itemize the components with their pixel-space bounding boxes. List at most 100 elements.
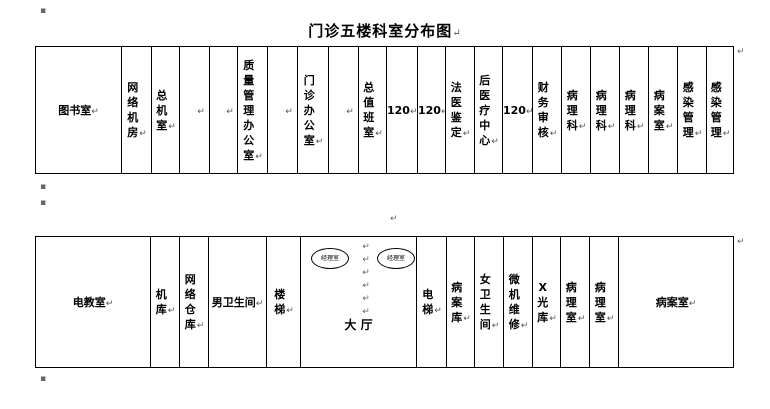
room-cell: 病理科↵ <box>561 46 591 174</box>
room-label: 病理室 <box>565 280 577 324</box>
room-label: 电梯 <box>422 288 434 316</box>
paragraph-mark: ↵ <box>737 47 745 57</box>
bullet-mark: ▪ <box>40 198 47 208</box>
room-cell: 法医鉴定↵ <box>445 46 475 174</box>
bullet-mark: ▪ <box>40 182 47 192</box>
room-label: 感染管理 <box>682 81 694 139</box>
room-cell: 病案库↵ <box>446 236 475 368</box>
paragraph-mark: ↵ <box>688 299 697 309</box>
room-cell: 病案室↵ <box>648 46 678 174</box>
room-label: 女卫生间 <box>479 273 491 331</box>
paragraph-mark: ↵ <box>167 306 176 316</box>
room-label: 感染管理 <box>710 81 722 139</box>
room-cell: ↵ <box>267 46 298 174</box>
room-cell: 男卫生间↵ <box>208 236 267 368</box>
paragraph-mark: ↵ <box>607 121 616 132</box>
room-cell: 门诊办公室↵ <box>297 46 329 174</box>
paragraph-mark: ↵ <box>315 136 324 147</box>
paragraph-mark: ↵ <box>255 151 263 162</box>
room-label: 楼梯 <box>274 288 286 316</box>
room-label: 后医疗中心 <box>479 73 491 147</box>
room-cell: 总值班室↵ <box>358 46 387 174</box>
office-oval-right: 经理室 <box>377 248 415 269</box>
room-label: 门诊办公室 <box>303 73 315 147</box>
room-cell: ↵ <box>179 46 210 174</box>
bullet-mark: ▪ <box>40 6 47 16</box>
room-cell: 病案室↵ <box>618 236 734 368</box>
paragraph-mark: ↵ <box>578 121 587 132</box>
paragraph-mark: ↵ <box>285 106 293 117</box>
paragraph-mark: ↵ <box>520 321 529 331</box>
paragraph-mark: ↵ <box>606 313 615 324</box>
hall-label: 大 厅 <box>344 318 373 332</box>
paragraph-mark: ↵ <box>434 306 442 316</box>
room-cell: 120↵ <box>417 46 446 174</box>
room-cell: 网络机房↵ <box>121 46 152 174</box>
paragraph-mark: ↵ <box>105 299 114 309</box>
room-cell: 感染管理↵ <box>677 46 707 174</box>
room-cell: 图书室↵ <box>35 46 122 174</box>
paragraph-mark: ↵ <box>390 214 398 224</box>
room-cell: 病理室↵ <box>589 236 619 368</box>
page-title: 门诊五楼科室分布图↵ <box>308 22 462 40</box>
room-cell: 120↵ <box>502 46 533 174</box>
room-cell: 机库↵ <box>150 236 180 368</box>
paragraph-mark: ↵ <box>636 121 645 132</box>
room-cell: 感染管理↵ <box>706 46 734 174</box>
paragraph-mark: ↵ <box>491 136 499 147</box>
paragraph-mark: ↵ <box>549 313 557 324</box>
office-oval-left: 经理室 <box>311 248 349 269</box>
paragraph-mark: ↵ <box>737 237 745 247</box>
room-cell: ↵ <box>328 46 359 174</box>
room-label: 法医鉴定 <box>450 81 462 139</box>
room-label: 电教室 <box>72 296 106 309</box>
room-label: 病案室 <box>655 296 689 309</box>
paragraph-marks-column: ↵↵↵↵↵↵ <box>362 242 370 317</box>
room-label: 病理科 <box>595 88 607 132</box>
room-label: 120 <box>418 103 441 117</box>
paragraph-mark: ↵ <box>441 107 445 117</box>
room-cell: 电教室↵ <box>35 236 151 368</box>
room-cell: 电梯↵ <box>416 236 447 368</box>
room-label: 病案库 <box>451 280 463 324</box>
room-label: 病理科 <box>624 88 636 132</box>
room-cell: 总机室↵ <box>151 46 180 174</box>
room-cell: 质量管理办公室↵ <box>237 46 268 174</box>
paragraph-mark: ↵ <box>197 106 205 117</box>
room-label: 总机室 <box>156 88 168 132</box>
room-label: 病案室 <box>653 88 665 132</box>
room-label: 网络机房 <box>127 81 139 139</box>
room-cell: 女卫生间↵ <box>474 236 504 368</box>
paragraph-mark: ↵ <box>577 313 586 324</box>
room-label: 120 <box>387 103 410 117</box>
paragraph-mark: ↵ <box>168 121 176 132</box>
room-cell: 网络仓库↵ <box>179 236 209 368</box>
paragraph-mark: ↵ <box>665 121 674 132</box>
bullet-mark: ▪ <box>40 374 47 384</box>
room-cell: 120↵ <box>386 46 418 174</box>
room-cell: ↵ <box>209 46 238 174</box>
paragraph-mark: ↵ <box>526 107 532 117</box>
room-label: 病理室 <box>594 280 606 324</box>
room-label: 网络仓库 <box>184 273 196 331</box>
room-label: 质量管理办公室 <box>243 58 255 162</box>
room-cell: 病理室↵ <box>560 236 590 368</box>
paragraph-mark: ↵ <box>463 313 471 324</box>
room-cell: 微机维修↵ <box>503 236 533 368</box>
paragraph-mark: ↵ <box>409 106 418 117</box>
paragraph-mark: ↵ <box>722 129 731 139</box>
paragraph-mark: ↵ <box>139 129 147 139</box>
room-label: 病理科 <box>566 88 578 132</box>
floor-row-lower: 电教室↵机库↵网络仓库↵男卫生间↵楼梯↵经理室经理室↵↵↵↵↵↵大 厅电梯↵病案… <box>35 236 734 368</box>
paragraph-mark: ↵ <box>375 129 383 139</box>
paragraph-mark: ↵ <box>491 321 500 331</box>
paragraph-mark: ↵ <box>462 129 471 139</box>
room-cell: 病理科↵ <box>590 46 620 174</box>
room-label: 图书室 <box>58 104 92 117</box>
room-label: 机库 <box>155 288 167 316</box>
room-cell: 病理科↵ <box>619 46 649 174</box>
room-label: 财务审核 <box>537 81 549 139</box>
paragraph-mark: ↵ <box>91 107 99 117</box>
paragraph-mark: ↵ <box>549 129 558 139</box>
room-label: 120 <box>503 103 526 117</box>
